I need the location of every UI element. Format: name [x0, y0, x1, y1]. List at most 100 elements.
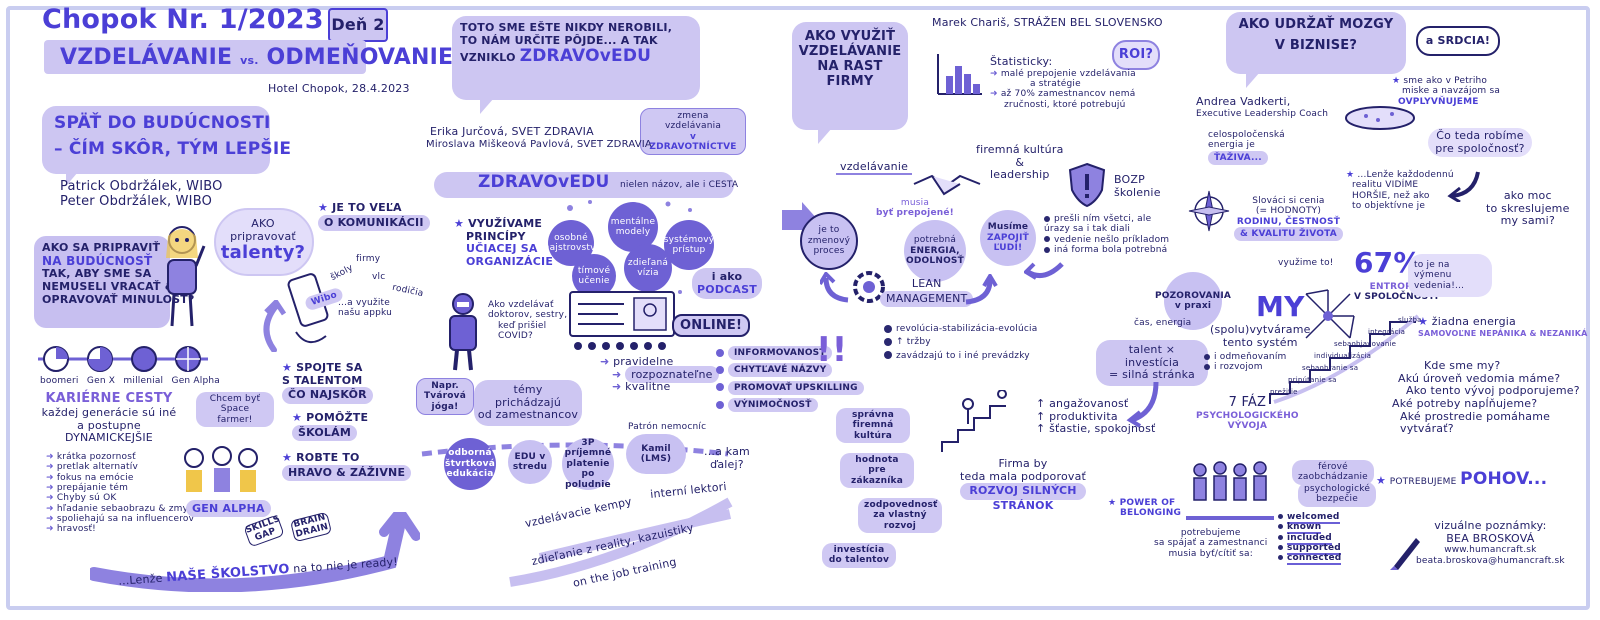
- panel3-speaker: Marek Chariš, STRÁŽEN BEL SLOVENSKO: [932, 16, 1163, 29]
- feel-list: welcomed known included supported connec…: [1278, 512, 1342, 566]
- handshake-icon: [913, 174, 981, 196]
- podcast-note: i ako PODCAST: [692, 268, 762, 300]
- timeline-kamil: Kamil (LMS): [626, 434, 686, 474]
- belonging-text: potrebujeme sa spájať a zamestnanci musi…: [1154, 528, 1268, 559]
- panel2-title: TOTO SME EŠTE NIKDY NEROBILI, TO NÁM URČ…: [460, 21, 673, 67]
- lenze-note: ★ ...Lenže každodennú realitu VIDÍME HOR…: [1346, 170, 1454, 212]
- panel1-title: SPÄŤ DO BUDÚCNOSTI – ČÍM SKÔR, TÝM LEPŠI…: [54, 113, 292, 159]
- circle-zdielana: zdieľaná vízia: [624, 244, 672, 292]
- lean-arrow-left: [820, 272, 849, 303]
- talent-investicia: talent × investícia = silná stránka: [1096, 340, 1208, 386]
- moc-arrow: [1447, 171, 1480, 202]
- panel4-title-bubble: [1226, 12, 1406, 74]
- up-list: ↑ angažovanosť ↑ produktivita ↑ šťastie,…: [1036, 397, 1156, 436]
- venue: Hotel Chopok, 28.4.2023: [268, 82, 410, 95]
- girl-illustration: [166, 226, 206, 327]
- career-paths: KARIÉRNE CESTY každej generácie sú iné a…: [41, 391, 177, 445]
- entropia-note: ENTROPIA V SPOLOČNOSTI: [1354, 282, 1439, 303]
- stairs-icon: [1269, 314, 1420, 404]
- panel2-bubble-tail: [480, 98, 494, 114]
- panel2-speakers: Erika Jurčová, SVET ZDRAVIA Miroslava Mi…: [426, 125, 652, 150]
- lean-label: LEAN MANAGEMENT: [880, 277, 974, 308]
- petri-note: ★ sme ako v Petriho miske a navzájom sa …: [1392, 76, 1501, 107]
- credits: vizuálne poznámky: BEA BROSKOVÁ www.huma…: [1416, 519, 1565, 566]
- subtitle-bar: [44, 40, 366, 74]
- generation-labels: boomeri Gen X millenial Gen Alpha: [40, 376, 220, 386]
- speaker-peter: Peter Obdržálek, WIBO: [60, 193, 213, 209]
- generation-circles: [38, 346, 208, 372]
- odmenovanie-note: i odmeňovaním i rozvojom: [1204, 352, 1287, 373]
- bozp-label: BOZP školenie: [1114, 173, 1161, 199]
- subtitle-left: VZDELÁVANIE: [60, 45, 233, 70]
- spojte-note: ★ SPOJTE SA S TALENTOM ČO NAJSKÔR: [282, 361, 373, 404]
- network-icon: [1305, 289, 1355, 339]
- panel4-bubble-tail: [1246, 72, 1260, 88]
- circle-systemovy: systémový prístup: [664, 220, 714, 270]
- bozp-arrow: [1024, 262, 1064, 280]
- vyuzivame-note: ★ VYUŽÍVAME PRINCÍPY UČIACEJ SA ORGANIZÁ…: [454, 217, 554, 268]
- roi-bubble: ROI?: [1112, 40, 1160, 70]
- panel1-bubble-tail: [66, 172, 78, 186]
- left-values-list: správna firemná kultúra hodnota pre záka…: [822, 408, 942, 568]
- shield-icon: [1068, 162, 1106, 208]
- panel1-speakers: Patrick Obdržálek, WIBO Peter Obdržálek,…: [60, 179, 223, 210]
- prepojene-note: musia byť prepojené!: [876, 198, 954, 219]
- gear-icon: [853, 271, 885, 303]
- talent-cloud: [214, 208, 314, 276]
- stairs-labels: prežitie pripútanie sa sebaobranie sa in…: [1270, 316, 1422, 396]
- ziadna-energia: ★ žiadna energia SAMOVOĽNE NEPÁNIKA & NE…: [1418, 315, 1588, 338]
- phone-word-firmy: firmy: [356, 254, 381, 264]
- srdcia-bubble: a SRDCIA!: [1416, 26, 1500, 56]
- question-box: [34, 236, 170, 328]
- lean-arrow-right: [965, 274, 998, 305]
- app-note: ...a využite našu appku: [338, 298, 393, 319]
- zdravo-title: ZDRAVOvEDU: [478, 172, 610, 192]
- phone-icon: [287, 273, 329, 343]
- panel3-title: AKO VYUŽIŤ VZDELÁVANIE NA RAST FIRMY: [798, 29, 902, 89]
- bozp-list: prešli ním všetci, ale úrazy sa i tak di…: [1044, 214, 1170, 256]
- pravidelne-list: ➜ pravidelne ➜ rozpoznateľne ➜ kvalitne: [600, 355, 719, 394]
- bottom-arrows: [509, 497, 733, 587]
- cenia-note: Slováci si cenia (= HODNOTY) RODINU, ČES…: [1234, 196, 1343, 242]
- vzdelavanie-label: vzdelávanie: [836, 160, 913, 175]
- psych-note: psychologické bezpečie: [1298, 482, 1377, 507]
- talent-cloud-text: AKO pripravovať talenty?: [220, 217, 306, 264]
- panel3-title-bubble: [792, 22, 908, 130]
- zmena-note: zmena vzdelávania v ZDRAVOTNÍCTVE: [640, 108, 746, 156]
- stairs-climbers: [941, 390, 1007, 452]
- compass-icon: [1188, 190, 1230, 232]
- speaker-patrick: Patrick Obdržálek, WIBO: [60, 179, 223, 194]
- up-list-arrow: [1126, 381, 1159, 428]
- questions-list: Kde sme my? Akú úroveň vedomia máme? Ako…: [1392, 359, 1580, 436]
- pen-icon: [1390, 538, 1420, 570]
- patron-note: Patrón nemocníc: [628, 422, 707, 432]
- lean-results: revolúcia-stabilizácia-evolúcia ↑ tržby …: [884, 324, 1037, 361]
- pohov-note: ★ POTREBUJEME POHOV...: [1376, 469, 1548, 489]
- celo-note: celospoločenská energia je ŤAŽIVA...: [1208, 130, 1285, 166]
- subtitle: VZDELÁVANIE vs. ODMEŇOVANIE: [60, 45, 453, 70]
- kultura-label: firemná kultúra & leadership: [976, 143, 1064, 182]
- vymena-note: to je na výmenu vedenia!...: [1408, 254, 1492, 298]
- faz-note: 7 FÁZ PSYCHOLOGICKÉHO VÝVOJA: [1196, 395, 1299, 432]
- vyuzime-note: využime to!: [1278, 258, 1334, 268]
- circle-mentalne: mentálne modely: [608, 202, 658, 252]
- robte-note: ★ ROBTE TO HRAVO & ZÁŽIVNE: [282, 451, 412, 482]
- panel2-title-bubble: [452, 16, 700, 100]
- petri-dish-icon: [1345, 106, 1415, 130]
- panel1-title-bubble: [42, 106, 270, 174]
- panel4-title: AKO UDRŽAŤ MOZGY V BIZNISE?: [1238, 17, 1394, 53]
- gen-alpha-label: GEN ALPHA: [186, 500, 271, 517]
- stats-note: Štatisticky: ➜ malé prepojenie vzdelávan…: [990, 55, 1136, 110]
- temy-note: témy prichádzajú od zamestnancov: [474, 380, 582, 426]
- screen-illustration: [569, 291, 675, 350]
- online-label: ONLINE!: [672, 314, 751, 337]
- subtitle-vs: vs.: [240, 54, 259, 67]
- circle-timove: tímové učenie: [572, 254, 616, 298]
- panel4-speaker: Andrea Vadkerti, Executive Leadership Co…: [1196, 95, 1329, 119]
- cesta-note: nielen názov, ale i CESTA: [620, 180, 739, 190]
- question-text: AKO SA PRIPRAVIŤ NA BUDÚCNOSŤ TAK, ABY S…: [42, 241, 195, 306]
- moc-note: ako moc to skreslujeme my sami?: [1486, 189, 1570, 228]
- panel1-title-line2: – ČÍM SKÔR, TÝM LEPŠIE: [54, 138, 292, 159]
